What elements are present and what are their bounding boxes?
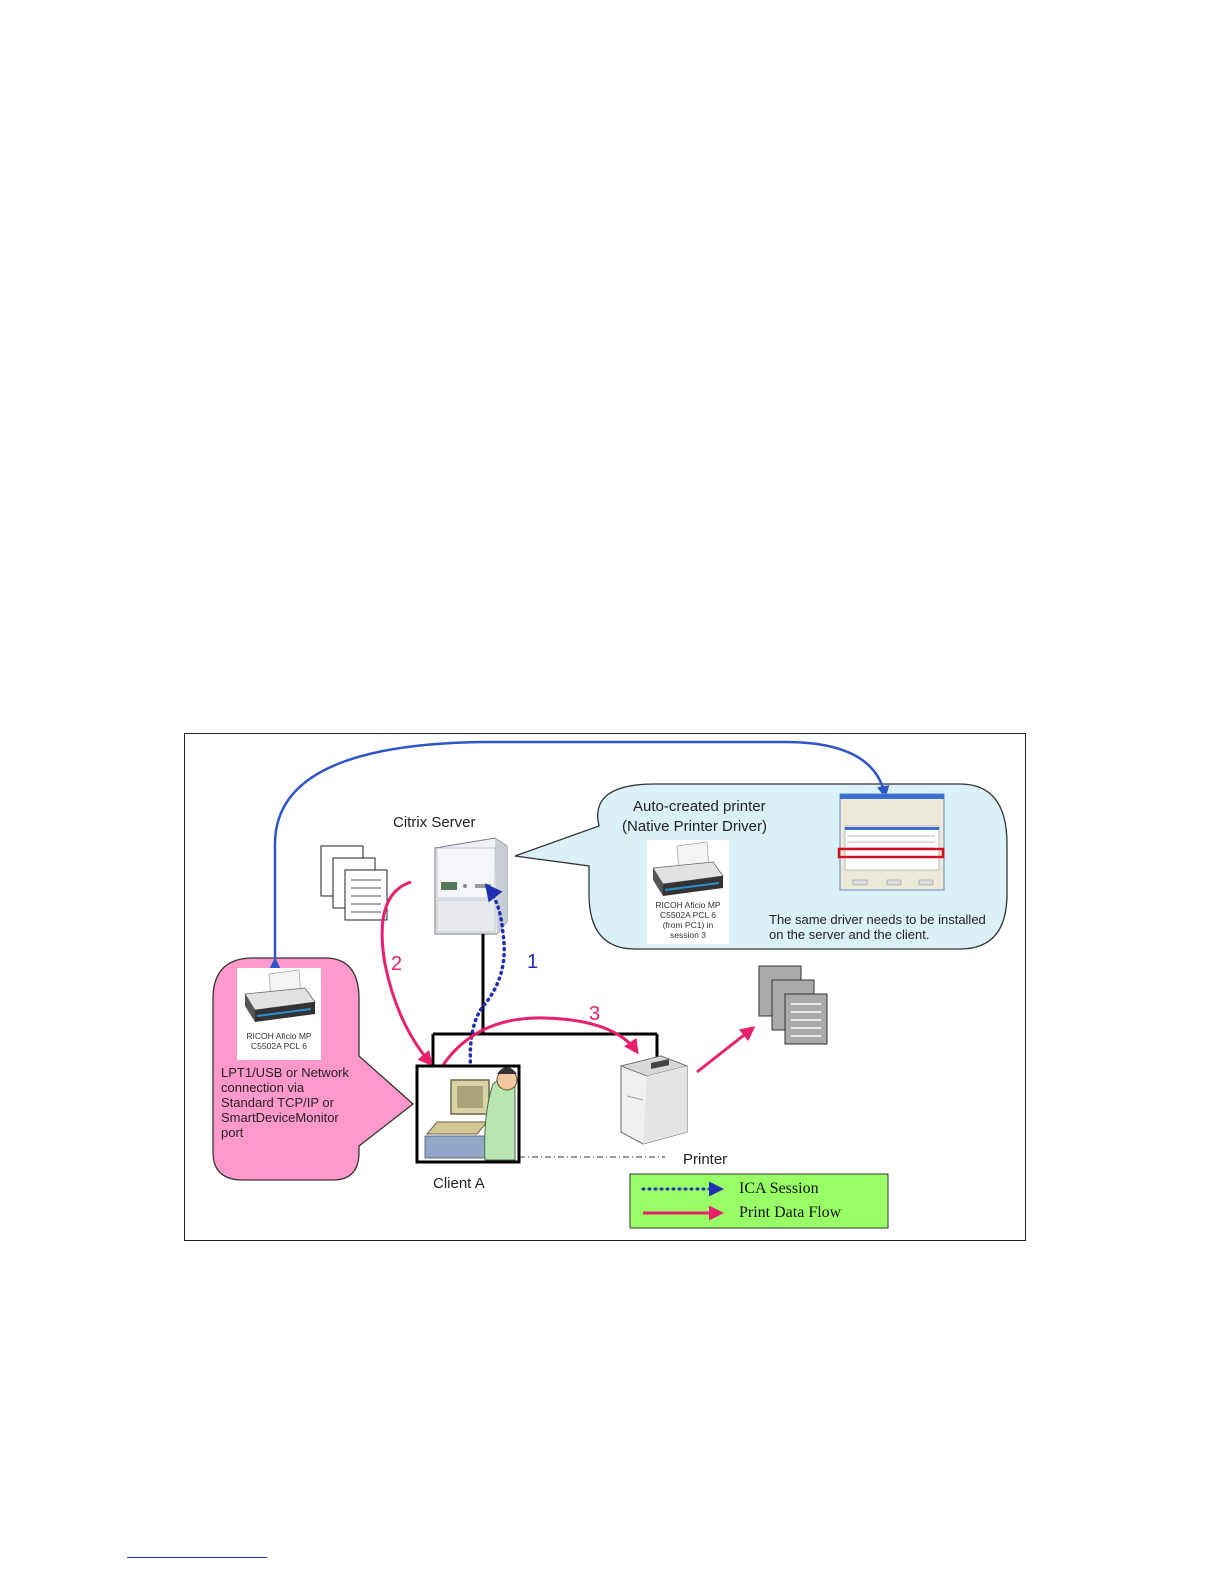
footnote-separator (127, 1557, 267, 1558)
ica-session-line (468, 883, 506, 1076)
citrix-server-icon (434, 837, 508, 935)
printer-label: Printer (683, 1151, 728, 1168)
legend-ica-label: ICA Session (739, 1180, 819, 1197)
document-stack-printer (758, 965, 828, 1045)
client-printer-caption: RICOH Aficio MP C5502A PCL 6 (246, 1031, 312, 1051)
client-callout-text: LPT1/USB or Network connection via Stand… (221, 1065, 349, 1140)
print-flow-arrow-3 (439, 1016, 639, 1069)
print-flow-arrow-2 (380, 880, 433, 1067)
driver-dialog-screenshot (837, 793, 945, 891)
step-1-label: 1 (527, 951, 539, 973)
server-callout-title-2: (Native Printer Driver) (622, 818, 768, 835)
legend-box (629, 1173, 889, 1229)
diagram-canvas (212, 740, 1008, 1229)
printer-device-icon (619, 1055, 689, 1145)
driver-link-arrow (273, 740, 890, 970)
server-callout-note-2: on the server and the client. (769, 927, 930, 942)
legend-print-label: Print Data Flow (739, 1204, 842, 1221)
server-printer-caption: RICOH Aficio MP C5502A PCL 6 (from PC1) … (655, 900, 721, 940)
client-label: Client A (433, 1175, 485, 1192)
server-label: Citrix Server (393, 814, 476, 831)
client-printer-icon (237, 968, 321, 1060)
document-stack-server (320, 845, 388, 921)
server-printer-icon (647, 840, 729, 944)
step-3-label: 3 (589, 1003, 601, 1025)
step-2-label: 2 (391, 953, 403, 975)
client-workstation-icon (415, 1064, 521, 1164)
server-callout-note-1: The same driver needs to be installed (769, 912, 986, 927)
server-callout-title-1: Auto-created printer (633, 798, 766, 815)
network-lines (431, 934, 659, 1066)
network-print-diagram: Citrix Server Auto-created printer (Nati… (184, 733, 1026, 1241)
print-flow-arrow-out (696, 1026, 756, 1074)
